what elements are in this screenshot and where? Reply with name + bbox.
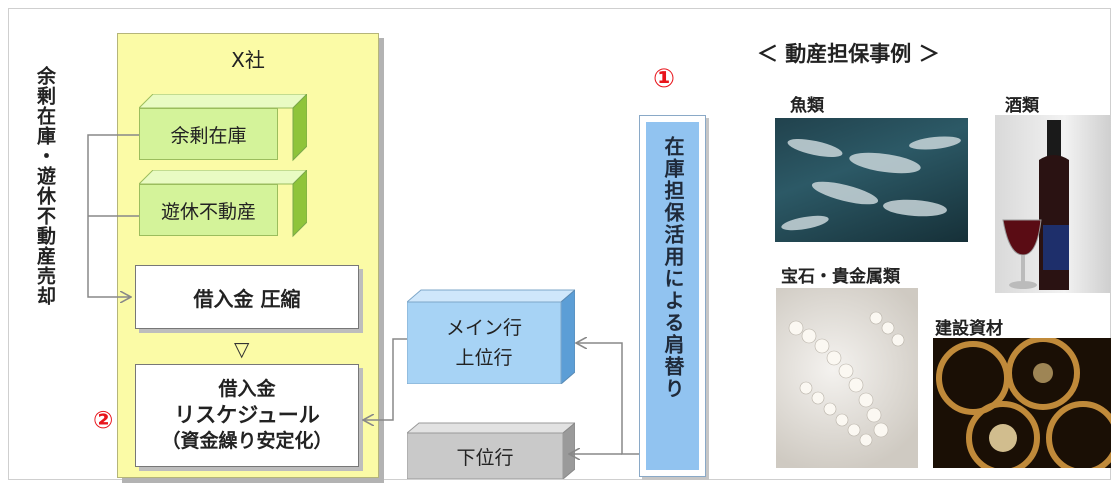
surplus-inventory-label: 余剰在庫 bbox=[139, 108, 278, 160]
fish-illustration bbox=[781, 136, 961, 231]
idle-real-estate-label: 遊休不動産 bbox=[139, 184, 278, 236]
bank-3d-shape bbox=[407, 422, 575, 479]
takeover-bar-inner bbox=[646, 122, 699, 470]
examples-heading: ＜ 動産担保事例 ＞ bbox=[757, 42, 940, 66]
liquor-caption: 酒類 bbox=[1005, 96, 1039, 116]
lower-bank-label: 下位行 bbox=[456, 446, 514, 469]
liquor-photo bbox=[995, 115, 1111, 293]
idle-real-estate-block: 遊休不動産 bbox=[139, 170, 307, 240]
main-bank-line-2: 上位行 bbox=[455, 347, 513, 369]
jewels-caption: 宝石・貴金属類 bbox=[781, 267, 900, 287]
materials-photo bbox=[933, 338, 1111, 468]
loan-reschedule-box: 借入金 リスケジュール （資金繰り安定化） bbox=[135, 364, 359, 467]
lower-bank-block: 下位行 bbox=[407, 421, 575, 479]
company-title: X社 bbox=[231, 48, 265, 72]
takeover-to-main-bank bbox=[577, 343, 639, 455]
marker-2: ② bbox=[93, 406, 114, 434]
surplus-inventory-block: 余剰在庫 bbox=[139, 94, 307, 164]
jewels-photo bbox=[776, 288, 918, 468]
main-bank-line-1: メイン行 bbox=[445, 316, 522, 339]
main-bank-to-reschedule bbox=[364, 338, 407, 420]
wine-illustration bbox=[1002, 120, 1069, 290]
materials-caption: 建設資材 bbox=[935, 319, 1003, 339]
bank-3d-shape bbox=[407, 289, 575, 384]
left-vertical-label: 余剰在庫・遊休不動産売却 bbox=[34, 66, 56, 306]
marker-1: ① bbox=[653, 64, 676, 94]
pearl-illustration bbox=[788, 311, 905, 447]
fish-photo bbox=[775, 118, 968, 242]
main-bank-block: メイン行 上位行 bbox=[407, 288, 575, 384]
takeover-bar: 在庫担保活用による肩替り bbox=[639, 115, 706, 477]
pipes-illustration bbox=[936, 338, 1111, 468]
reschedule-line-1: 借入金 bbox=[218, 378, 276, 401]
loan-compression-box: 借入金 圧縮 bbox=[135, 265, 359, 329]
fish-caption: 魚類 bbox=[790, 96, 824, 116]
takeover-label: 在庫担保活用による肩替り bbox=[661, 136, 685, 400]
down-arrow-marker: ▽ bbox=[234, 337, 250, 361]
reschedule-line-2: リスケジュール bbox=[174, 402, 320, 427]
reschedule-line-3: （資金繰り安定化） bbox=[161, 430, 333, 453]
